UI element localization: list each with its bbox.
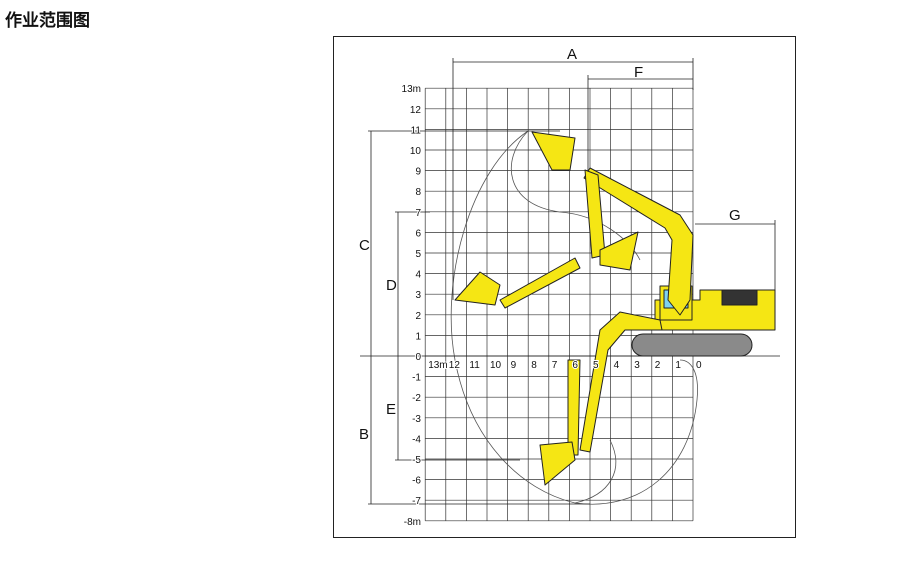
dim-label-a: A	[567, 46, 577, 63]
x-tick-label: 8	[531, 360, 537, 371]
x-tick-label: 4	[614, 360, 620, 371]
y-tick-label: 5	[415, 249, 421, 260]
page-title: 作业范围图	[5, 11, 90, 31]
y-tick-label: -2	[412, 393, 421, 404]
bucket-mid	[454, 271, 501, 306]
dim-label-d: D	[386, 277, 397, 294]
x-tick-label: 1	[675, 360, 681, 371]
dim-label-b: B	[359, 426, 369, 443]
outer-envelope	[450, 130, 698, 505]
y-tick-label: 12	[410, 105, 422, 116]
y-tick-label: 10	[410, 146, 422, 157]
y-tick-label: -5	[412, 455, 421, 466]
y-tick-label: 0	[415, 352, 421, 363]
arm-mid	[499, 257, 581, 309]
x-tick-label: 10	[490, 360, 502, 371]
inner-envelope-lower	[574, 439, 617, 504]
x-tick-label: 0	[696, 360, 702, 371]
engine-hood	[721, 289, 758, 306]
y-tick-label: -7	[412, 496, 421, 507]
x-tick-label: 5	[593, 360, 599, 371]
excavator	[454, 131, 776, 486]
y-tick-label: -1	[412, 373, 421, 384]
x-tick-label: 9	[511, 360, 517, 371]
x-tick-label: 12	[449, 360, 461, 371]
y-tick-label: -4	[412, 434, 421, 445]
x-tick-label: 7	[552, 360, 558, 371]
bucket-low	[539, 441, 576, 486]
x-tick-label: 2	[655, 360, 661, 371]
x-tick-label: 6	[572, 360, 578, 371]
dim-label-f: F	[634, 64, 643, 81]
y-tick-label: 11	[411, 125, 422, 136]
x-tick-label: 13m	[428, 360, 447, 371]
y-tick-label: 1	[415, 331, 421, 342]
boom-lowered	[579, 311, 663, 453]
y-tick-label: 4	[415, 270, 421, 281]
y-tick-label: 6	[415, 228, 421, 239]
y-tick-label: -8m	[404, 517, 421, 528]
dim-label-c: C	[359, 237, 370, 254]
y-tick-label: 7	[415, 208, 421, 219]
x-tick-label: 11	[469, 360, 480, 371]
dim-label-g: G	[729, 207, 741, 224]
arm-lowered	[567, 359, 581, 456]
y-tick-label: 13m	[402, 84, 421, 95]
bucket-curl	[599, 231, 639, 271]
dim-label-e: E	[386, 401, 396, 418]
y-tick-label: 9	[415, 167, 421, 178]
diagram-frame	[333, 36, 796, 538]
dimension-labels: A F C D E B G	[359, 46, 741, 443]
y-tick-label: 3	[415, 290, 421, 301]
bucket-high	[531, 131, 576, 171]
y-tick-label: 2	[415, 311, 421, 322]
track	[631, 333, 753, 357]
x-tick-label: 3	[634, 360, 640, 371]
y-tick-label: 8	[415, 187, 421, 198]
y-tick-label: -6	[412, 476, 421, 487]
y-tick-label: -3	[412, 414, 421, 425]
